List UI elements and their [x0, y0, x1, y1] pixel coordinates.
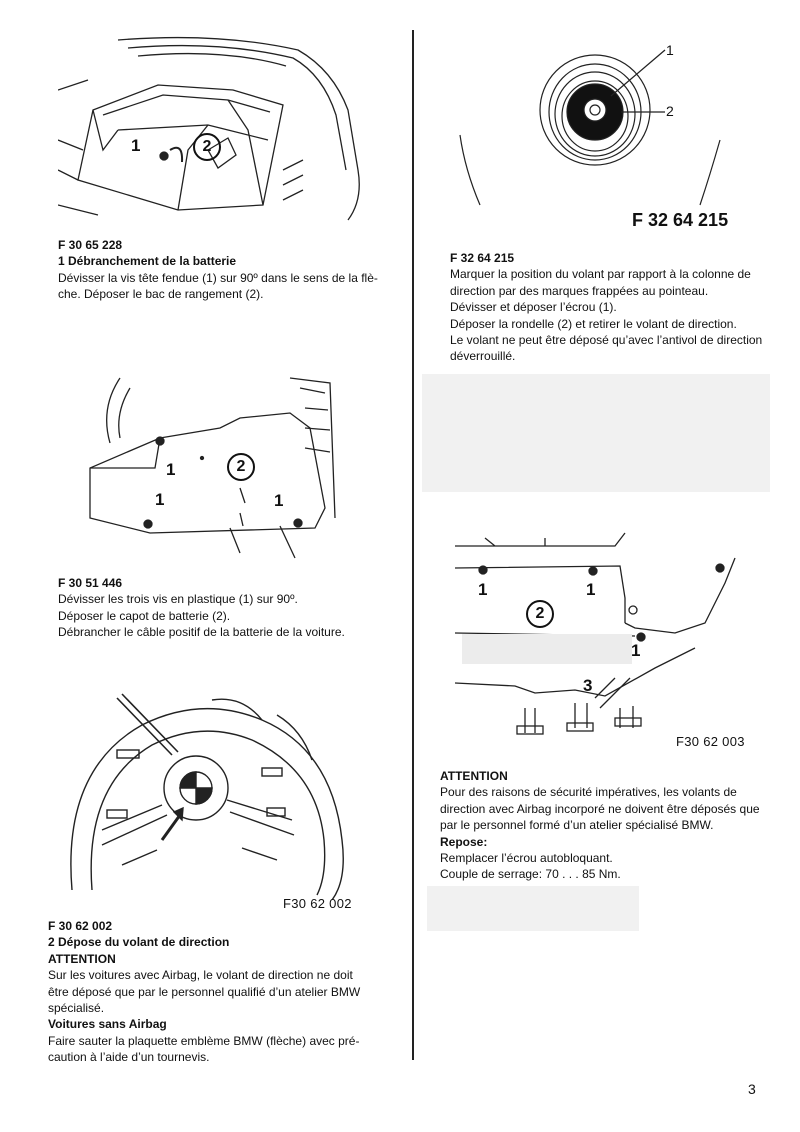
body-line: Déposer la rondelle (2) et retirer le vo…	[450, 316, 737, 331]
callout-1: 1	[155, 490, 165, 509]
body-line: spécialisé.	[48, 1001, 105, 1016]
body-line: Marquer la position du volant par rappor…	[450, 267, 751, 282]
callout-2-label: 2	[236, 458, 246, 475]
figure-code: F 30 62 002	[48, 919, 113, 933]
section-steering-wheel-removal: F 30 62 002 2 Dépose du volant de direct…	[48, 918, 404, 1066]
body-line: être déposé que par le personnel qualifi…	[48, 984, 361, 999]
body-line: Pour des raisons de sécurité impératives…	[440, 785, 737, 800]
figure-steering-wheel	[62, 690, 352, 900]
section-title: 2 Dépose du volant de direction	[48, 935, 230, 950]
blank-shaded-box	[422, 374, 770, 492]
figure-battery-cover	[80, 368, 350, 568]
callout-2: 2	[526, 600, 554, 628]
section-battery-disconnect: F 30 65 228 1 Débranchement de la batter…	[58, 237, 408, 303]
subheading: Voitures sans Airbag	[48, 1017, 167, 1032]
callout-2: 2	[666, 103, 674, 119]
figure-label: F30 62 003	[676, 734, 745, 749]
shaded-area	[462, 634, 632, 664]
callout-1: 1	[586, 580, 596, 599]
body-line: Le volant ne peut être déposé qu’avec l’…	[450, 333, 763, 348]
section-attention-airbag: ATTENTION Pour des raisons de sécurité i…	[440, 768, 780, 883]
figure-code: F 30 51 446	[58, 576, 123, 590]
blank-shaded-box	[427, 886, 639, 931]
body-line: Remplacer l’écrou autobloquant.	[440, 851, 613, 866]
body-line: Débrancher le câble positif de la batter…	[58, 625, 345, 640]
body-line: caution à l’aide d’un tournevis.	[48, 1050, 210, 1065]
figure-storage-tray	[58, 30, 403, 235]
callout-2: 2	[227, 453, 255, 481]
callout-1: 1	[131, 136, 141, 155]
callout-1: 1	[166, 460, 176, 479]
body-line: Sur les voitures avec Airbag, le volant …	[48, 968, 353, 983]
body-line: Couple de serrage: 70 . . . 85 Nm.	[440, 867, 621, 882]
callout-2: 2	[193, 133, 221, 161]
attention-heading: ATTENTION	[440, 769, 508, 783]
body-line: Dévisser les trois vis en plastique (1) …	[58, 592, 298, 607]
figure-label: F 32 64 215	[632, 210, 729, 230]
page-number: 3	[748, 1081, 756, 1097]
figure-label: F30 62 002	[283, 896, 352, 911]
body-line: che. Déposer le bac de rangement (2).	[58, 287, 264, 302]
body-line: direction par des marques frappées au po…	[450, 283, 709, 298]
attention-heading: ATTENTION	[48, 951, 116, 966]
callout-2-label: 2	[202, 138, 212, 155]
body-line: Faire sauter la plaquette emblème BMW (f…	[48, 1033, 360, 1048]
callout-1: 1	[478, 580, 488, 599]
body-line: direction avec Airbag incorporé ne doive…	[440, 801, 760, 816]
section-battery-cover: F 30 51 446 Dévisser les trois vis en pl…	[58, 575, 408, 641]
subheading: Repose:	[440, 834, 488, 849]
figure-steering-column-nut	[455, 40, 755, 210]
callout-1: 1	[631, 641, 641, 660]
callout-3: 3	[583, 676, 593, 695]
callout-1: 1	[666, 42, 674, 58]
figure-code: F 32 64 215	[450, 251, 515, 265]
figure-code: F 30 65 228	[58, 238, 123, 252]
body-line: déverrouillé.	[450, 349, 516, 364]
section-title: 1 Débranchement de la batterie	[58, 254, 237, 269]
body-line: Dévisser et déposer l’écrou (1).	[450, 300, 617, 315]
body-line: Déposer le capot de batterie (2).	[58, 608, 231, 623]
column-divider	[412, 30, 414, 1060]
body-line: par le personnel formé d’un atelier spéc…	[440, 818, 714, 833]
callout-1: 1	[274, 491, 284, 510]
figure-footwell-panel	[455, 528, 755, 738]
callout-2-label: 2	[535, 605, 545, 622]
body-line: Dévisser la vis tête fendue (1) sur 90º …	[58, 270, 378, 285]
section-steering-column: F 32 64 215 Marquer la position du volan…	[450, 250, 780, 365]
